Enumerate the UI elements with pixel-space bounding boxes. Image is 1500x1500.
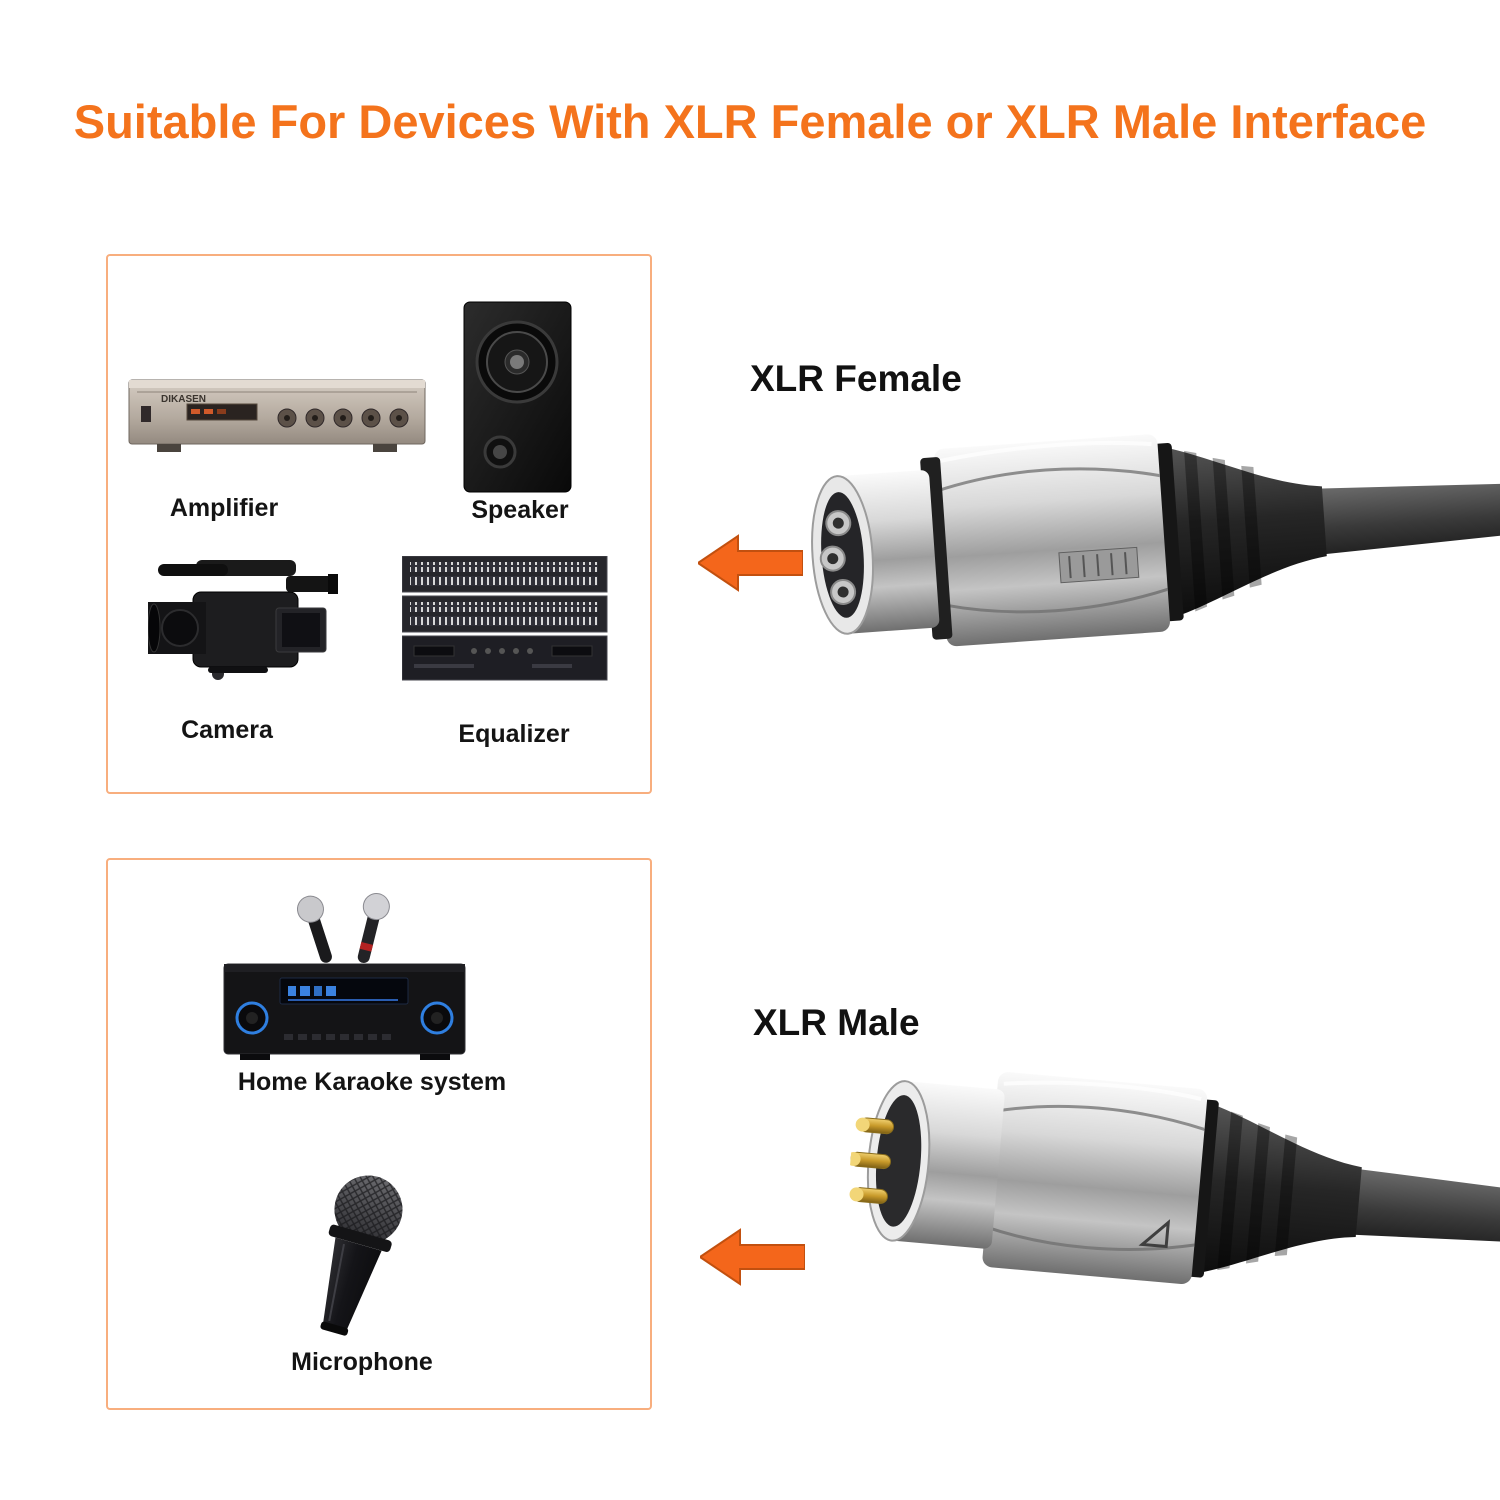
eq-unit-1 [402, 556, 608, 593]
xlr-male-devices-box: Home Karaoke system [106, 858, 652, 1410]
amplifier-knobs [277, 408, 409, 428]
latch-marker [1138, 1219, 1171, 1249]
device-label-camera: Camera [181, 716, 273, 744]
karaoke-system-image [223, 893, 466, 1060]
connector-boot [1163, 447, 1327, 617]
eq-unit-2 [402, 595, 608, 633]
camera-viewfinder [286, 576, 332, 592]
microphone-image [320, 1175, 403, 1336]
power-button-icon [141, 406, 151, 422]
xlr-male-connector-image [846, 1072, 1500, 1284]
arrow-left-female-icon [698, 534, 803, 592]
male-pins [846, 1117, 895, 1204]
xlr-female-connector-image [811, 434, 1500, 647]
device-label-karaoke: Home Karaoke system [237, 1068, 507, 1096]
cable [1350, 1168, 1500, 1244]
camera-lens [148, 602, 206, 654]
equalizer-image [402, 556, 608, 681]
karaoke-knob-right [420, 1001, 454, 1035]
woofer-icon [475, 320, 559, 404]
karaoke-mic-right [357, 893, 390, 963]
xlr-female-label: XLR Female [750, 358, 962, 399]
device-label-speaker: Speaker [471, 496, 569, 524]
page-title: Suitable For Devices With XLR Female or … [73, 95, 1427, 148]
camera-mic [158, 564, 228, 576]
speaker-image [463, 301, 572, 493]
cable [1317, 482, 1500, 555]
karaoke-display [279, 977, 409, 1005]
connector-boot [1196, 1103, 1362, 1274]
amplifier-brand-text: DIKASEN [161, 394, 206, 405]
arrow-left-male-icon [700, 1228, 805, 1286]
camera-screen [275, 607, 327, 653]
karaoke-buttons [284, 1034, 391, 1040]
amplifier-image: DIKASEN [128, 379, 426, 452]
female-socket-holes [819, 510, 857, 605]
device-label-microphone: Microphone [291, 1348, 433, 1376]
xlr-male-label: XLR Male [753, 1002, 920, 1043]
eq-unit-3 [402, 635, 608, 681]
mic-body [322, 1237, 382, 1332]
connector-shell [934, 434, 1170, 647]
device-label-amplifier: Amplifier [169, 494, 279, 522]
xlr-female-devices-box: DIKASEN Amplifier [106, 254, 652, 794]
connector-latch [1058, 546, 1140, 584]
karaoke-knob-left [235, 1001, 269, 1035]
tweeter-icon [483, 435, 517, 469]
karaoke-mic-left [296, 895, 332, 963]
device-label-equalizer: Equalizer [458, 720, 570, 748]
camera-image [148, 560, 338, 680]
connector-shell [982, 1072, 1208, 1284]
